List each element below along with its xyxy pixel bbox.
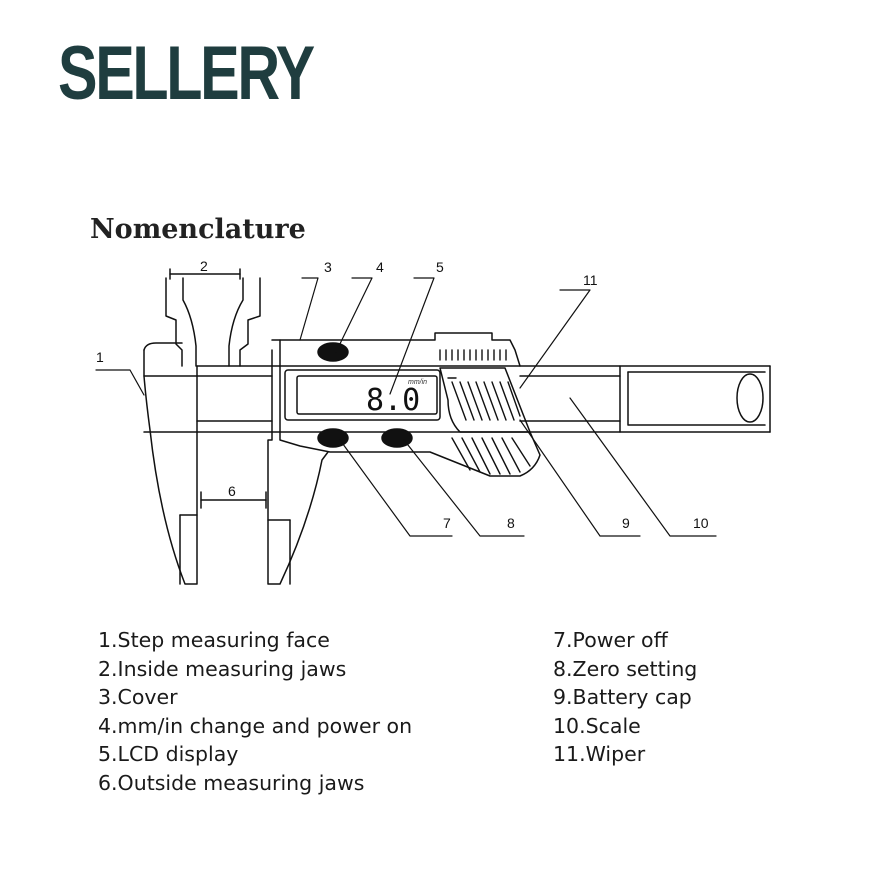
sliding-jaw — [267, 349, 329, 585]
legend-item: 5.LCD display — [98, 742, 239, 766]
legend-item: 7.Power off — [553, 628, 668, 652]
callout-9: 9 — [622, 515, 630, 531]
callout-7: 7 — [443, 515, 451, 531]
leader-lines — [95, 277, 717, 537]
mm-in-power-button — [317, 342, 349, 362]
legend-left: 1.Step measuring face 2.Inside measuring… — [98, 626, 412, 797]
callout-3: 3 — [324, 259, 332, 275]
legend-item: 11.Wiper — [553, 742, 646, 766]
callout-5: 5 — [436, 259, 444, 275]
battery-cap — [439, 349, 531, 475]
beam — [196, 365, 771, 433]
legend-right: 7.Power off 8.Zero setting 9.Battery cap… — [553, 626, 697, 769]
legend-item: 2.Inside measuring jaws — [98, 656, 347, 681]
legend-item: 6.Outside measuring jaws — [98, 770, 365, 795]
power-off-button — [317, 428, 349, 448]
fixed-jaw — [143, 342, 198, 585]
callout-8: 8 — [507, 515, 515, 531]
outside-jaws — [179, 491, 267, 585]
legend-item: 4.mm/in change and power on — [98, 713, 413, 738]
inside-jaws — [165, 268, 261, 367]
legend-item: 1.Step measuring face — [98, 628, 330, 652]
page-title: Nomenclature — [90, 214, 306, 245]
slider-head — [271, 332, 541, 477]
callout-11: 11 — [583, 272, 598, 288]
callout-6: 6 — [228, 483, 236, 499]
callout-4: 4 — [376, 259, 384, 275]
callout-10: 10 — [693, 515, 709, 531]
lcd-display — [284, 369, 441, 421]
zero-setting-button — [381, 428, 413, 448]
callout-1: 1 — [96, 349, 104, 365]
callout-2: 2 — [200, 258, 208, 274]
legend-item: 3.Cover — [98, 685, 178, 709]
legend-item: 8.Zero setting — [553, 656, 698, 681]
lcd-unit-label: mm/in — [408, 379, 427, 386]
legend-item: 9.Battery cap — [553, 685, 692, 709]
lcd-reading: 8.0 — [366, 383, 420, 418]
brand-logo: SELLERY — [58, 31, 315, 116]
legend-item: 10.Scale — [553, 713, 641, 738]
